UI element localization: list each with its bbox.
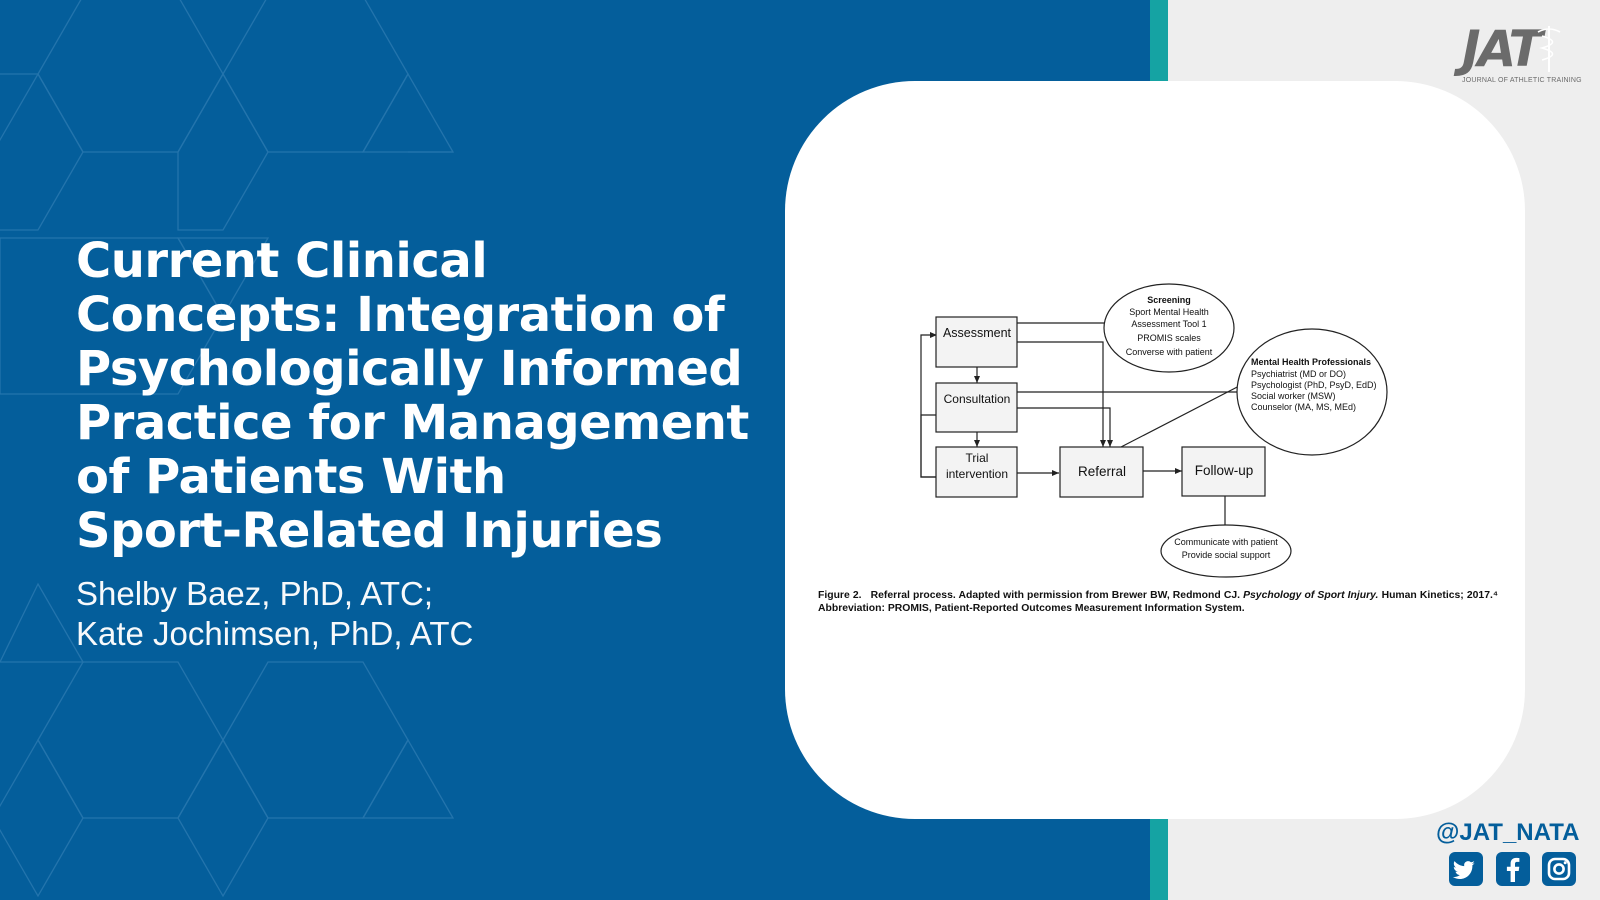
- node-consultation-box: [935, 382, 1018, 433]
- professionals-line: Psychiatrist (MD or DO): [1251, 369, 1346, 379]
- title-line: Practice for Management: [76, 395, 749, 451]
- caption-text: Referral process. Adapted with permissio…: [870, 590, 1240, 601]
- screening-title: Screening: [1147, 295, 1191, 305]
- title-line: Concepts: Integration of: [76, 287, 725, 343]
- caption-text: Human Kinetics; 2017.⁴ Abbreviation: PRO…: [818, 590, 1499, 614]
- node-communicate-ellipse: [1160, 524, 1292, 578]
- edge-loop-trial-consultation: [920, 414, 937, 478]
- node-referral-label: Referral: [1078, 464, 1126, 479]
- node-followup-box: [1181, 446, 1266, 497]
- edge-referral-professionals: [1120, 382, 1246, 448]
- facebook-icon[interactable]: [1496, 852, 1530, 886]
- node-screening-ellipse: [1103, 283, 1235, 373]
- caption-book-title: Psychology of Sport Injury.: [1243, 590, 1379, 601]
- author-line: Kate Jochimsen, PhD, ATC: [76, 615, 474, 652]
- title-line: of Patients With: [76, 449, 506, 505]
- screening-line: Assessment Tool 1: [1131, 319, 1206, 329]
- screening-line: PROMIS scales: [1137, 333, 1201, 343]
- edge-consultation-referral: [1017, 407, 1113, 447]
- node-assessment-label: Assessment: [943, 326, 1012, 340]
- slide-title: Current Clinical Concepts: Integration o…: [76, 234, 776, 558]
- professionals-line: Counselor (MA, MS, MEd): [1251, 402, 1356, 412]
- screening-line: Converse with patient: [1126, 347, 1213, 357]
- jat-logo: JAT JOURNAL OF ATHLETIC TRAINING: [1462, 20, 1582, 90]
- author-line: Shelby Baez, PhD, ATC;: [76, 575, 434, 612]
- node-trial-label: Trial: [966, 451, 989, 465]
- professionals-line: Psychologist (PhD, PsyD, EdD): [1251, 380, 1377, 390]
- edge-assessment-referral: [1017, 341, 1106, 447]
- caduceus-icon: [1537, 26, 1561, 72]
- figure-caption: Figure 2. Referral process. Adapted with…: [818, 590, 1498, 615]
- twitter-icon[interactable]: [1449, 852, 1483, 886]
- figure-card: Assessment Consultation Trial interventi…: [785, 81, 1525, 819]
- title-line: Sport-Related Injuries: [76, 503, 663, 559]
- referral-process-diagram: Assessment Consultation Trial interventi…: [920, 283, 1388, 578]
- logo-letters: JAT: [1462, 20, 1543, 78]
- node-assessment-box: [935, 316, 1018, 368]
- node-referral-box: [1059, 446, 1144, 498]
- professionals-title: Mental Health Professionals: [1251, 357, 1371, 367]
- authors: Shelby Baez, PhD, ATC; Kate Jochimsen, P…: [76, 574, 473, 654]
- caption-label: Figure 2.: [818, 590, 862, 601]
- screening-line: Sport Mental Health: [1129, 307, 1209, 317]
- hexagon-pattern: [0, 0, 455, 898]
- communicate-line: Provide social support: [1182, 550, 1271, 560]
- communicate-line: Communicate with patient: [1174, 537, 1278, 547]
- title-line: Current Clinical: [76, 233, 488, 289]
- edge-loop-trial-assessment: [920, 332, 937, 478]
- node-trial-box: [935, 446, 1018, 498]
- instagram-icon[interactable]: [1542, 852, 1576, 886]
- node-professionals-ellipse: [1236, 328, 1388, 456]
- social-handle: @JAT_NATA: [1436, 819, 1580, 846]
- node-consultation-label: Consultation: [944, 392, 1011, 406]
- node-followup-label: Follow-up: [1195, 463, 1254, 478]
- node-trial-label: intervention: [946, 467, 1008, 481]
- title-line: Psychologically Informed: [76, 341, 743, 397]
- professionals-line: Social worker (MSW): [1251, 391, 1336, 401]
- logo-subtitle: JOURNAL OF ATHLETIC TRAINING: [1462, 77, 1582, 84]
